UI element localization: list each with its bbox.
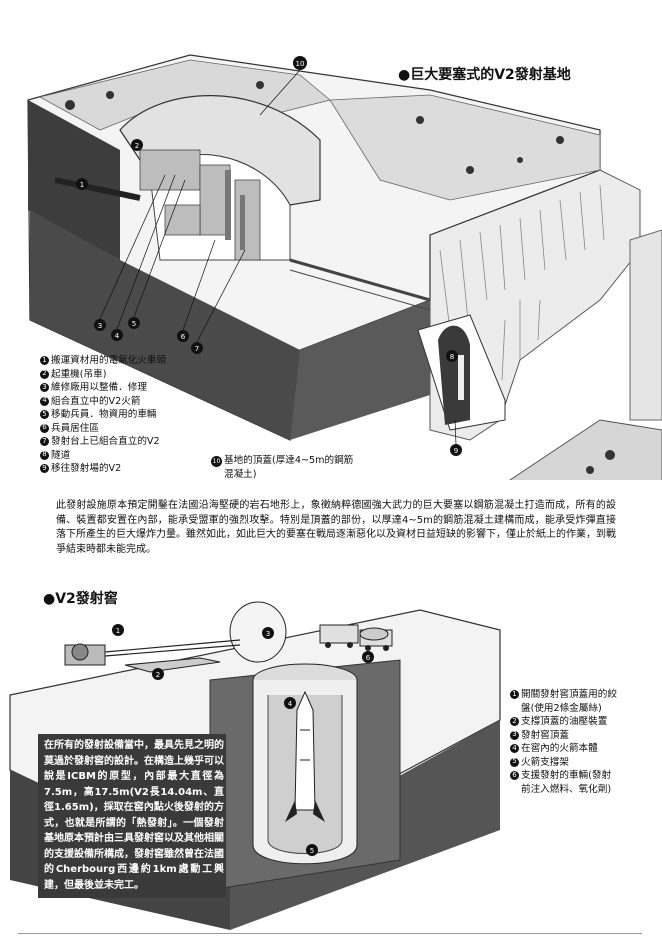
silo-callout-5: 5 (310, 847, 314, 855)
info-box-text: 在所有的發射設備當中，最具先見之明的莫過於發射窖的設計。在構造上幾乎可以說是IC… (44, 740, 224, 891)
silo-callout-6: 6 (366, 654, 371, 662)
callout-3: 3 (98, 322, 102, 330)
body-paragraph: 此發射設施原本預定開鑿在法國沿海堅硬的岩石地形上，象徵納粹德國強大武力的巨大要塞… (56, 500, 616, 555)
section-title-silo: ●V2發射窖 (43, 591, 118, 607)
callout-5: 5 (132, 320, 136, 328)
fortress-illustration: 1 2 3 4 5 6 7 8 9 10 1 (27, 54, 662, 480)
silo-callout-3: 3 (266, 630, 270, 638)
info-box-background (38, 734, 226, 898)
callout-4: 4 (115, 332, 120, 340)
silo-callout-1: 1 (116, 627, 120, 635)
callout-1: 1 (80, 181, 84, 189)
silo-callout-4: 4 (288, 700, 293, 708)
callout-6: 6 (181, 333, 186, 341)
callout-7: 7 (195, 345, 199, 353)
section-title-fortress: ●巨大要塞式的V2發射基地 (398, 67, 571, 83)
callout-8: 8 (450, 353, 454, 361)
callout-9: 9 (454, 447, 458, 455)
callout-2: 2 (135, 142, 139, 150)
silo-callout-2: 2 (156, 671, 160, 679)
page-bottom-rule (18, 933, 642, 934)
legend-item-roof: 10 基地的頂蓋(厚達4~5m的鋼筋混凝土) (211, 455, 354, 480)
callout-10: 10 (296, 60, 305, 68)
